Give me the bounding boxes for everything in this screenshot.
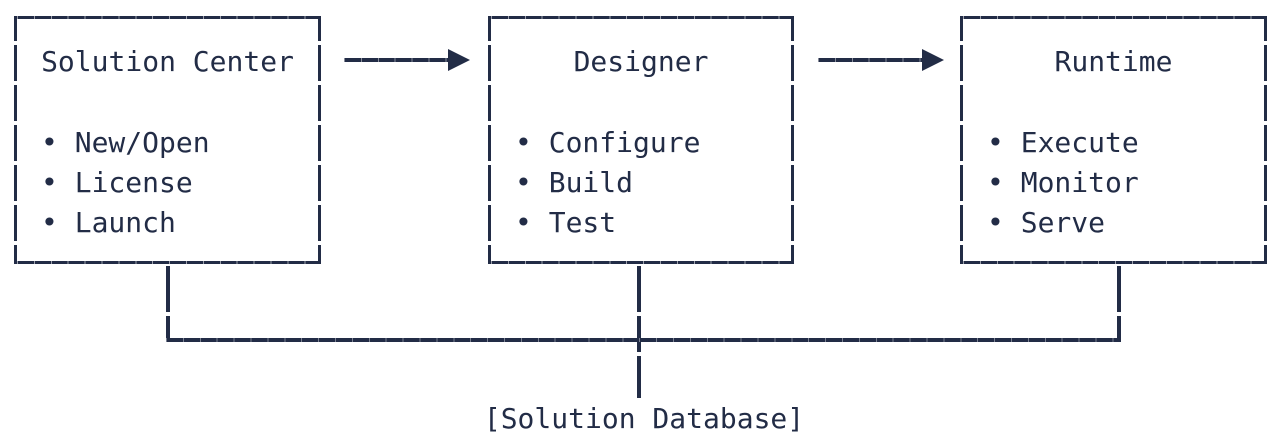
bullet-icon: •	[515, 126, 532, 159]
list-item: • Monitor	[987, 163, 1139, 203]
connector-stub-database-drop	[637, 342, 641, 398]
bullet-icon: •	[41, 126, 58, 159]
list-item-label: New/Open	[74, 126, 210, 159]
bullet-icon: •	[41, 206, 58, 239]
list-item-label: Monitor	[1020, 166, 1139, 199]
arrow-head-icon	[922, 49, 944, 71]
connector-stub-designer	[637, 266, 641, 342]
stage-title-runtime: Runtime	[1054, 45, 1173, 78]
connector-stub-runtime	[1117, 266, 1121, 342]
list-item-label: Build	[548, 166, 634, 199]
stage-title-designer: Designer	[573, 45, 709, 78]
list-item-label: Configure	[548, 126, 701, 159]
list-item: • Test	[515, 203, 700, 243]
arrow-solution-center-to-designer	[344, 49, 470, 71]
stage-list-solution-center: • New/Open • License • Launch	[41, 123, 210, 243]
arrow-head-icon	[448, 49, 470, 71]
list-item: • License	[41, 163, 210, 203]
arrow-designer-to-runtime	[818, 49, 944, 71]
stage-list-runtime: • Execute • Monitor • Serve	[987, 123, 1139, 243]
connector-bus-horizontal	[166, 338, 1121, 342]
list-item-label: Test	[548, 206, 617, 239]
bullet-icon: •	[515, 206, 532, 239]
stage-title-solution-center: Solution Center	[41, 45, 294, 78]
stage-box-designer: Designer • Configure • Build • Test	[488, 16, 794, 264]
list-item-label: Launch	[74, 206, 176, 239]
list-item-label: Execute	[1020, 126, 1139, 159]
list-item: • Build	[515, 163, 700, 203]
list-item: • New/Open	[41, 123, 210, 163]
bullet-icon: •	[41, 166, 58, 199]
bullet-icon: •	[987, 166, 1004, 199]
solution-database-label: [Solution Database]	[483, 402, 805, 435]
stage-box-solution-center: Solution Center • New/Open • License • L…	[14, 16, 321, 264]
bullet-icon: •	[515, 166, 532, 199]
list-item-label: License	[74, 166, 193, 199]
bullet-icon: •	[987, 126, 1004, 159]
list-item: • Configure	[515, 123, 700, 163]
stage-list-designer: • Configure • Build • Test	[515, 123, 700, 243]
stage-box-runtime: Runtime • Execute • Monitor • Serve	[960, 16, 1267, 264]
list-item: • Launch	[41, 203, 210, 243]
list-item: • Execute	[987, 123, 1139, 163]
list-item: • Serve	[987, 203, 1139, 243]
bullet-icon: •	[987, 206, 1004, 239]
connector-stub-solution-center	[166, 266, 170, 342]
list-item-label: Serve	[1020, 206, 1106, 239]
